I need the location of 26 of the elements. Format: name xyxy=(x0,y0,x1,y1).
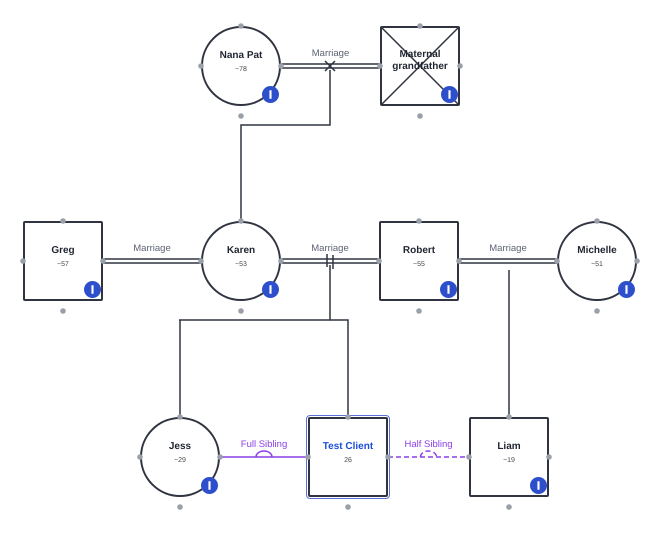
edge-label: Marriage xyxy=(131,243,173,254)
relationship-line xyxy=(280,60,381,72)
male-square xyxy=(308,417,388,497)
person-name: Nana Pat xyxy=(220,50,262,62)
person-name: Jess xyxy=(168,440,192,452)
person-name: Michelle xyxy=(577,244,617,256)
relationship-line xyxy=(102,258,202,264)
edge-label: Marriage xyxy=(309,243,351,254)
person-name: Robert xyxy=(402,244,436,256)
male-square xyxy=(379,221,459,301)
relationship-line xyxy=(280,252,380,270)
descent-line xyxy=(240,70,331,221)
male-square xyxy=(23,221,103,301)
person-name: Greg xyxy=(51,244,75,256)
edge-label: Marriage xyxy=(487,243,529,254)
edge-label: Full Sibling xyxy=(238,439,290,450)
person-name: Liam xyxy=(497,440,521,452)
descent-line xyxy=(178,265,331,417)
edge-label: Marriage xyxy=(310,48,352,59)
descent-line xyxy=(330,319,349,417)
person-name: Test Client xyxy=(322,440,374,452)
edge-label: Half Sibling xyxy=(402,439,455,450)
male-square xyxy=(469,417,549,497)
relationship-line xyxy=(458,258,558,264)
descent-line xyxy=(508,269,510,417)
person-name: Karen xyxy=(226,244,256,256)
